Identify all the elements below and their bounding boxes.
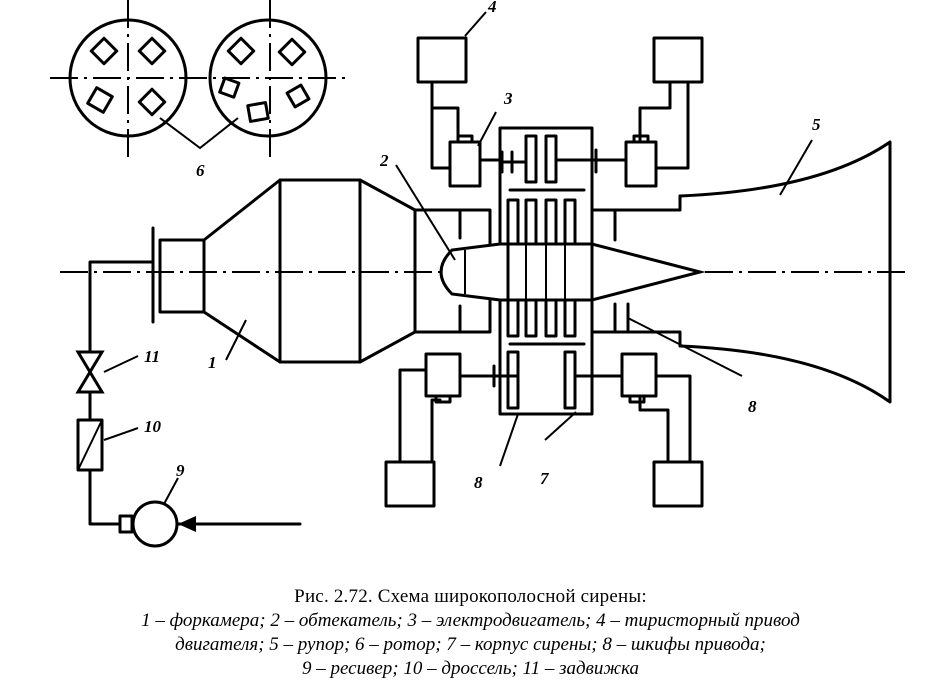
callout-labels: 6 2 1 4 3 5 8 8 7 11 10 9 xyxy=(144,0,821,492)
rotor-disc-right xyxy=(208,18,328,138)
valve-lower xyxy=(75,369,105,394)
label-1: 1 xyxy=(208,353,217,372)
caption-legend-line-3: 9 – ресивер; 10 – дроссель; 11 – задвижк… xyxy=(301,658,640,679)
motor-top-right xyxy=(624,140,658,188)
label-5: 5 xyxy=(812,115,821,134)
label-6: 6 xyxy=(196,161,205,180)
label-11: 11 xyxy=(144,347,160,366)
label-8-right: 8 xyxy=(748,397,757,416)
label-2: 2 xyxy=(379,151,389,170)
horn xyxy=(678,139,892,404)
supply-line xyxy=(75,260,302,548)
label-4: 4 xyxy=(487,0,497,16)
receiver xyxy=(131,500,179,548)
caption-title: Рис. 2.72. Схема широкополосной сирены: xyxy=(294,586,647,607)
motor-bottom-right xyxy=(620,352,658,398)
siren-body xyxy=(395,126,706,441)
caption-legend-line-2: двигателя; 5 – рупор; 6 – ротор; 7 – кор… xyxy=(175,634,766,655)
rotor-views xyxy=(50,0,350,160)
rotor-disc-left xyxy=(68,18,188,138)
drive-bottom-right xyxy=(652,460,704,508)
drive-bottom-left xyxy=(384,460,436,508)
label-8-bottom: 8 xyxy=(474,473,483,492)
label-9: 9 xyxy=(176,461,185,480)
label-3: 3 xyxy=(503,89,513,108)
motor-bottom-left xyxy=(424,352,462,398)
nose-cone xyxy=(439,242,706,302)
figure-caption: Рис. 2.72. Схема широкополосной сирены: … xyxy=(0,585,941,681)
drive-top-right xyxy=(652,36,704,84)
forchamber xyxy=(151,178,417,364)
motor-top-left xyxy=(448,140,482,188)
drive-top-left xyxy=(416,36,468,84)
label-10: 10 xyxy=(144,417,162,436)
caption-legend-line-1: 1 – форкамера; 2 – обтекатель; 3 – элект… xyxy=(141,610,800,631)
motors-and-drives xyxy=(384,11,743,508)
valve-upper xyxy=(75,350,105,375)
siren-schematic: 6 2 1 4 3 5 8 8 7 11 10 9 xyxy=(50,0,905,548)
label-7: 7 xyxy=(540,469,550,488)
